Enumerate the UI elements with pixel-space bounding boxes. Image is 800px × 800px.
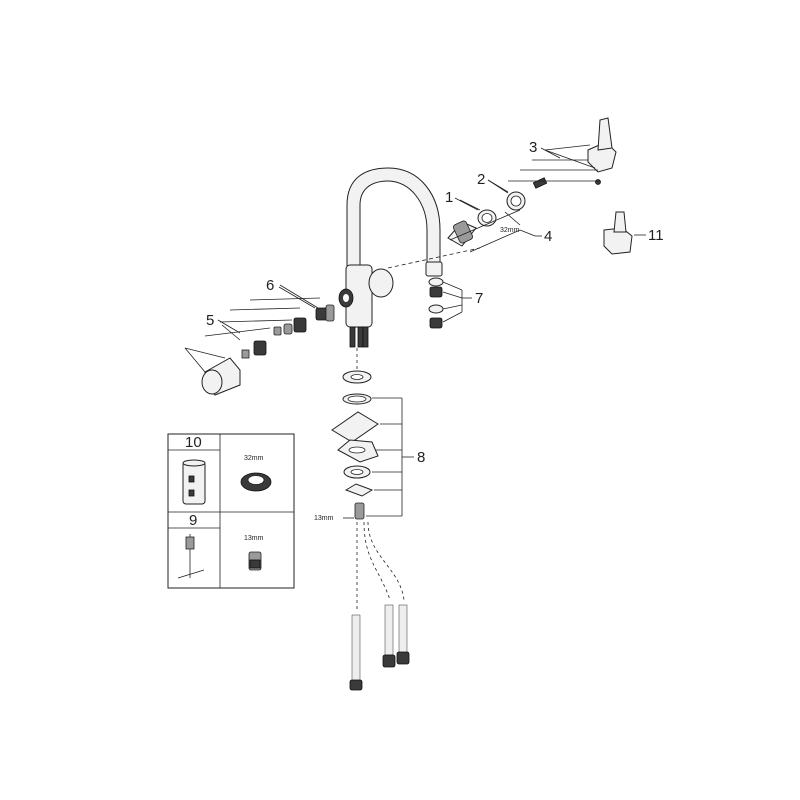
tool-table-number-10: 10 (185, 434, 202, 451)
dimension-32mm-main: 32mm (500, 227, 520, 234)
exploded-guide-lines-left (184, 284, 321, 373)
callout-7: 7 (475, 290, 483, 307)
tool-table-size-13mm: 13mm (244, 535, 264, 542)
callout-4: 4 (544, 228, 552, 245)
part-3-lever-assembly (532, 117, 617, 189)
part-11-lever (603, 211, 646, 255)
callout-8: 8 (417, 449, 425, 466)
dimension-13mm-main: 13mm (314, 515, 334, 522)
callout-11: 11 (648, 227, 664, 244)
tool-table-size-32mm: 32mm (244, 455, 264, 462)
part-1-ring (477, 209, 497, 227)
tool-table-number-9: 9 (189, 512, 197, 529)
faucet-body (338, 167, 481, 348)
part-5-handle-assembly (201, 317, 307, 396)
callout-1: 1 (445, 189, 453, 206)
callout-6: 6 (266, 277, 274, 294)
callout-2: 2 (477, 171, 485, 188)
part-8-mounting-set (331, 370, 414, 520)
exploded-guide-lines-upper (449, 144, 600, 253)
part-2-nut (506, 191, 526, 211)
part-4-cartridge (447, 220, 477, 247)
callout-leaders (217, 147, 561, 334)
part-7-aerator-set (428, 277, 463, 329)
tool-table (167, 433, 295, 589)
part-6-cartridge (315, 304, 335, 322)
callout-3: 3 (529, 139, 537, 156)
callout-5: 5 (206, 312, 214, 329)
supply-hoses (349, 348, 410, 691)
